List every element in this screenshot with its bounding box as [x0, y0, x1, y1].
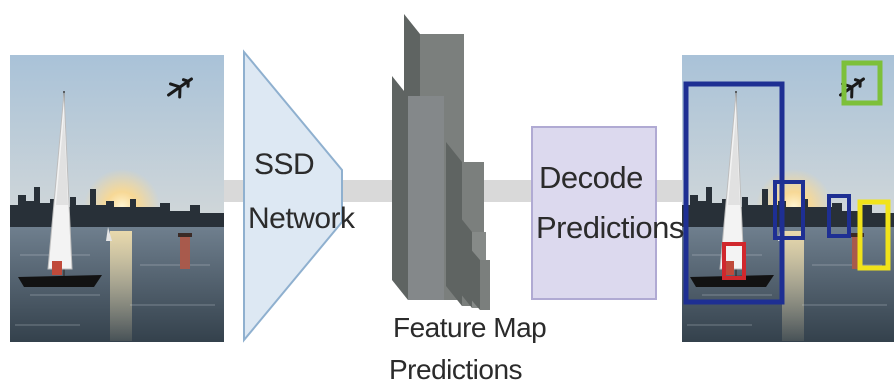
detection-box-boat-2 — [827, 194, 851, 238]
feature-map-2 — [392, 76, 444, 300]
output-image — [680, 53, 894, 344]
detection-box-sailboat — [683, 81, 785, 305]
feature-map-label-line1: Feature Map — [393, 312, 547, 343]
detection-box-person — [722, 242, 746, 280]
detection-boxes — [683, 60, 891, 305]
detection-box-boat-1 — [773, 180, 805, 240]
ssd-network-label-line1: SSD — [254, 148, 315, 181]
detection-box-buoy — [857, 199, 891, 271]
feature-map-stack — [392, 14, 490, 310]
detection-box-airplane — [841, 60, 883, 106]
decode-predictions-label-line2: Predictions — [536, 210, 684, 245]
decode-predictions-label-line1: Decode — [539, 160, 643, 195]
ssd-network-label-line2: Network — [248, 202, 355, 235]
feature-map-5 — [468, 246, 490, 310]
input-image — [8, 53, 226, 344]
ssd-network-block — [243, 49, 343, 343]
decode-predictions-block — [531, 126, 657, 300]
feature-map-label-line2: Predictions — [389, 354, 523, 385]
